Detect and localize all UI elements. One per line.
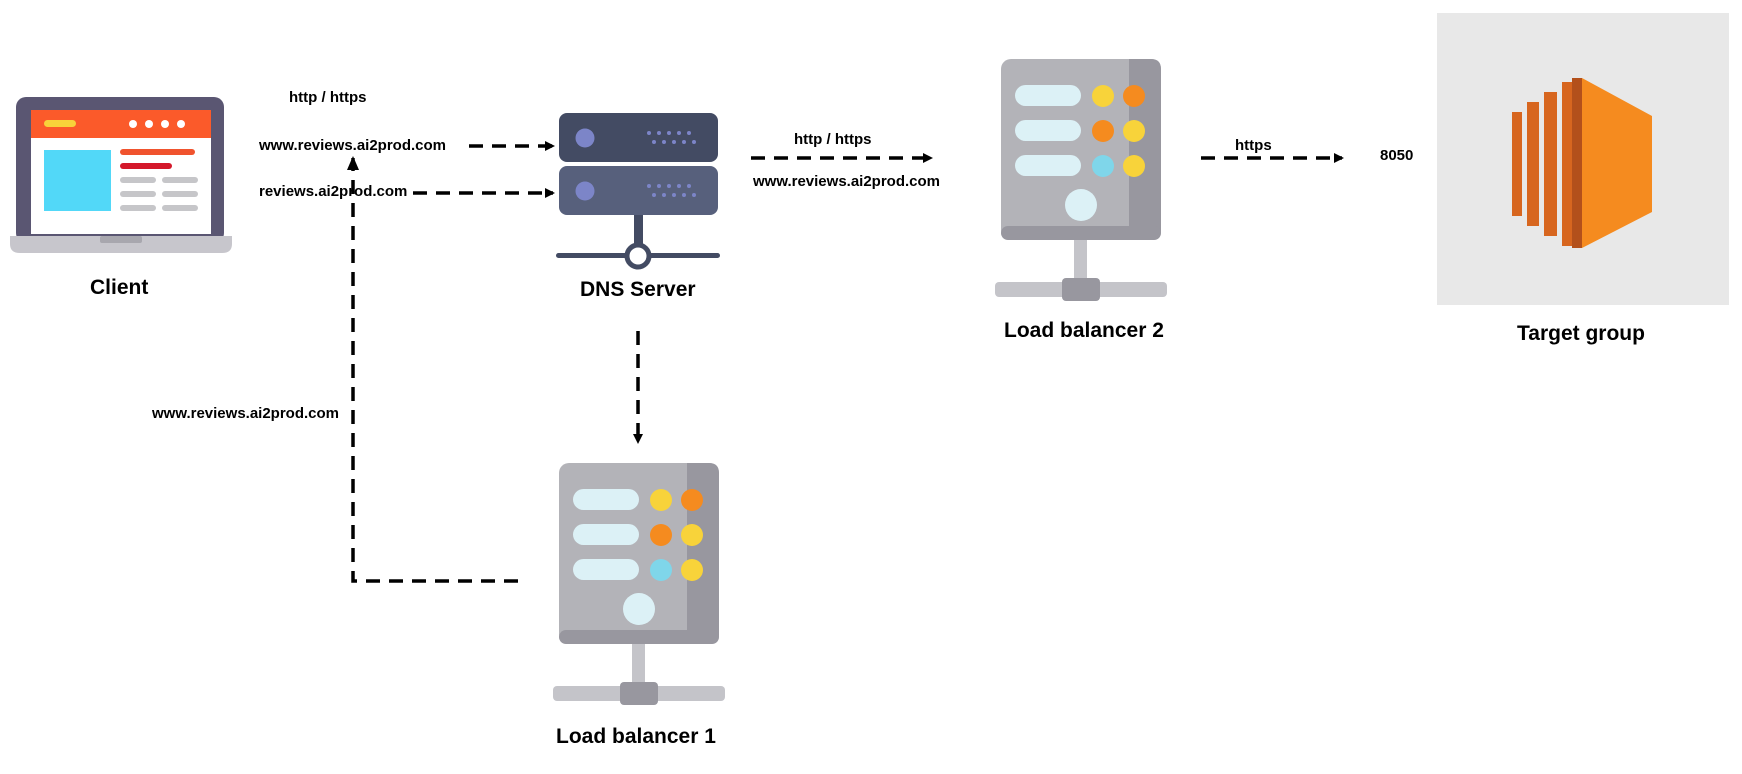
target-port-label: 8050 [1380, 147, 1414, 164]
edge-label-host-dns-lb2: www.reviews.ai2prod.com [753, 173, 941, 190]
node-label-load-balancer-2: Load balancer 2 [1004, 319, 1164, 342]
edge-label-host-apex: reviews.ai2prod.com [259, 183, 408, 200]
dns-server-icon [556, 113, 720, 270]
edge-label-host-www: www.reviews.ai2prod.com [259, 137, 447, 154]
node-label-target-group: Target group [1517, 322, 1645, 345]
aws-ec2-icon [1512, 78, 1652, 248]
edge-label-protocol-dns-lb2: http / https [794, 131, 872, 148]
node-label-dns-server: DNS Server [580, 278, 696, 301]
node-label-load-balancer-1: Load balancer 1 [556, 725, 716, 748]
server-rack-icon [995, 59, 1167, 301]
edge-label-host-redirect: www.reviews.ai2prod.com [152, 405, 340, 422]
server-rack-icon [553, 463, 725, 705]
edge-label-protocol-client-dns: http / https [289, 89, 367, 106]
edge-lb1-client-redirect [351, 158, 518, 583]
node-label-client: Client [90, 276, 149, 299]
laptop-browser-icon [10, 97, 232, 253]
edge-label-protocol-lb2-target: https [1235, 137, 1272, 154]
redirect-arrowhead [347, 156, 359, 170]
